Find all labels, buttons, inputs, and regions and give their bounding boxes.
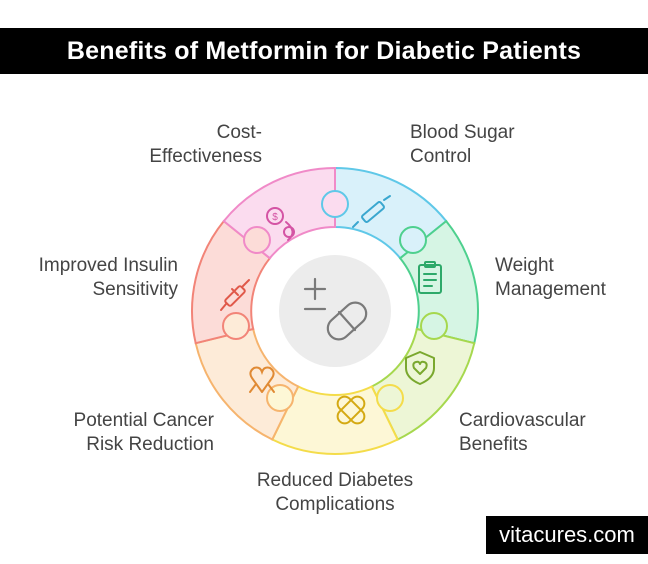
label-weight-management: Weight Management: [495, 255, 606, 300]
label-cancer-risk: Potential Cancer Risk Reduction: [73, 410, 214, 455]
clipboard-icon: [418, 261, 442, 294]
page-title: Benefits of Metformin for Diabetic Patie…: [0, 28, 648, 74]
label-cardiovascular-benefits: Cardiovascular Benefits: [459, 410, 586, 455]
svg-text:$: $: [272, 212, 278, 223]
puzzle-tab: [243, 226, 271, 254]
syringe-icon: [352, 195, 391, 228]
ribbon-icon: [249, 366, 275, 393]
center-hub: [275, 251, 395, 371]
puzzle-tab: [399, 226, 427, 254]
puzzle-tab: [321, 190, 349, 218]
insulin-syringe-icon: [220, 279, 250, 311]
bandage-icon: [336, 395, 366, 425]
brand-watermark: vitacures.com: [486, 516, 648, 554]
heart-shield-icon: [405, 351, 435, 385]
money-cycle-icon: $: [266, 207, 295, 241]
pill-plus-minus-icon: [303, 277, 368, 341]
label-cost-effectiveness: Cost- Effectiveness: [149, 122, 262, 167]
puzzle-tab: [376, 384, 404, 412]
puzzle-tab: [420, 312, 448, 340]
puzzle-tab: [222, 312, 250, 340]
label-blood-sugar-control: Blood Sugar Control: [410, 122, 515, 167]
label-insulin-sensitivity: Improved Insulin Sensitivity: [38, 255, 178, 300]
label-reduced-complications: Reduced Diabetes Complications: [256, 470, 414, 515]
